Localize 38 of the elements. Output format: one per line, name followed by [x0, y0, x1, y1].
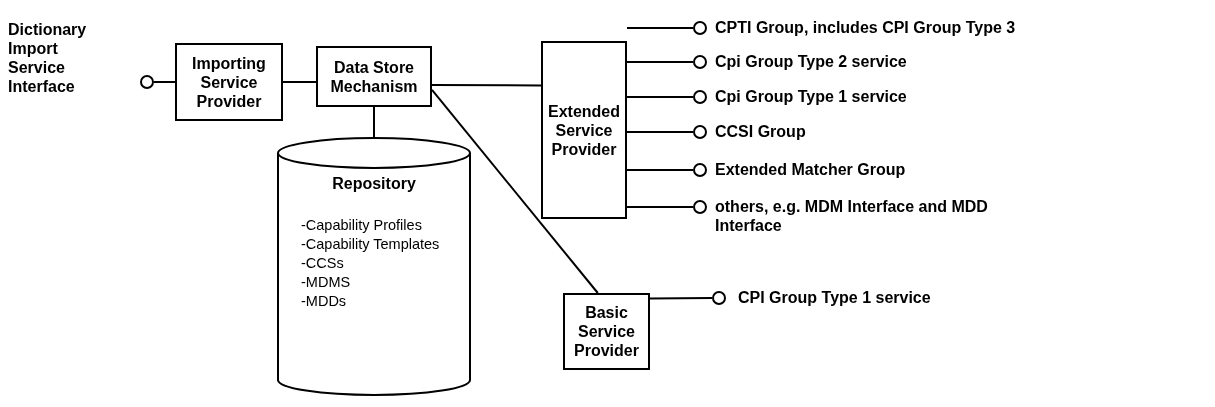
interface-label: Cpi Group Type 2 service: [715, 52, 908, 71]
process-box: Basic Service Provider: [563, 293, 650, 370]
interface-circle: [693, 125, 707, 139]
connector-line: [649, 297, 713, 300]
list-item: -Capability Templates: [301, 236, 440, 253]
interface-circle: [712, 291, 726, 305]
cylinder-heading: Repository: [331, 175, 417, 193]
connector-line: [626, 27, 694, 29]
connector-line: [431, 84, 542, 87]
interface-circle: [693, 90, 707, 104]
process-box: Data Store Mechanism: [316, 46, 432, 107]
list-item: -Capability Profiles: [301, 217, 423, 234]
list-item: -MDDs: [301, 293, 348, 310]
interface-label: Cpi Group Type 1 service: [715, 87, 908, 106]
interface-circle: [693, 55, 707, 69]
connector-line: [626, 61, 694, 63]
connector-line: [282, 81, 317, 83]
interface-label: others, e.g. MDM Interface and MDD Interface: [715, 197, 989, 235]
process-box: Extended Service Provider: [541, 41, 627, 219]
process-box: Importing Service Provider: [175, 43, 283, 121]
connector-line: [626, 206, 694, 208]
connector-line: [626, 131, 694, 133]
interface-label: Dictionary Import Service Interface: [8, 20, 88, 96]
list-item: -MDMS: [301, 274, 352, 291]
interface-label: Extended Matcher Group: [715, 160, 907, 179]
connector-line: [153, 81, 176, 83]
interface-label: CPTI Group, includes CPI Group Type 3: [715, 18, 1017, 37]
interface-label: CCSI Group: [715, 122, 807, 141]
connector-line: [431, 88, 599, 294]
connector-line: [626, 96, 694, 98]
connector-line: [373, 106, 375, 138]
interface-circle: [693, 21, 707, 35]
interface-circle: [693, 200, 707, 214]
connector-line: [626, 169, 694, 171]
interface-circle: [693, 163, 707, 177]
interface-label: CPI Group Type 1 service: [738, 288, 932, 307]
interface-circle: [140, 75, 154, 89]
list-item: -CCSs: [301, 255, 345, 272]
